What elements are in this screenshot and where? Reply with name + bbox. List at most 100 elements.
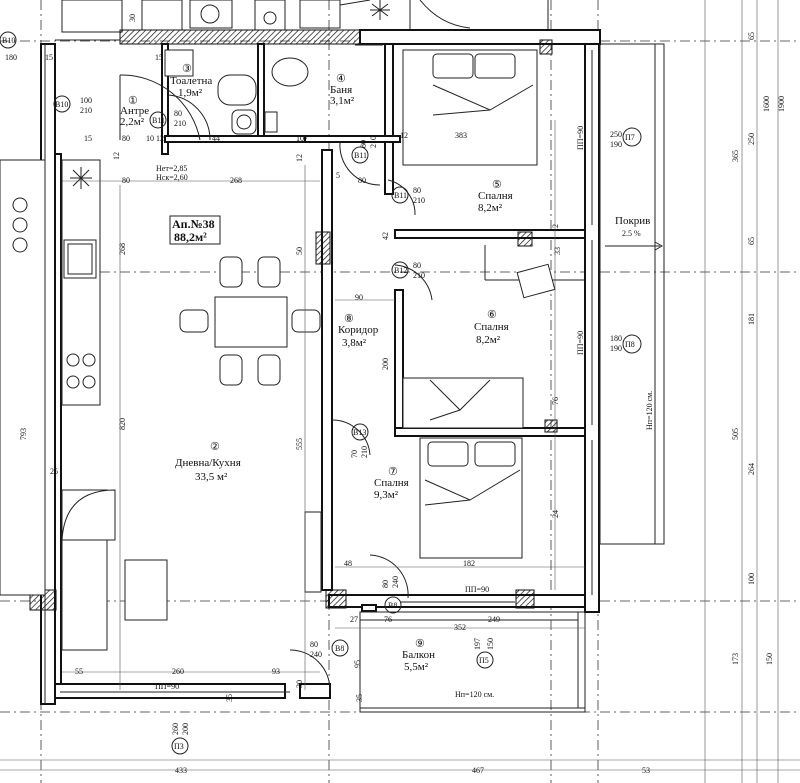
- dim-15: 15: [45, 53, 53, 62]
- dim-30b: 30: [295, 680, 304, 688]
- dim-150: 150: [765, 653, 774, 665]
- p7-h: 190: [610, 140, 622, 149]
- dim-250: 250: [747, 133, 756, 145]
- b10-w: 100: [80, 96, 92, 105]
- b11a-w: 80: [174, 109, 182, 118]
- room-1-name: Антре: [120, 105, 149, 117]
- dim-12e: 12: [551, 224, 560, 232]
- dim-5: 5: [336, 171, 340, 180]
- roof-slope: 2.5 %: [622, 229, 641, 238]
- dim-80b: 80: [122, 176, 130, 185]
- tag-b11-b: B11: [354, 151, 367, 160]
- room-5-name: Спалня: [478, 190, 513, 202]
- room-3-name: Тоалетна: [170, 75, 212, 87]
- dim-1900: 1900: [777, 96, 786, 112]
- dim-48: 48: [344, 559, 352, 568]
- tag-b10: B10: [55, 100, 68, 109]
- room-9-num: ⑨: [415, 638, 425, 650]
- dim-793: 793: [19, 428, 28, 440]
- tag-b13: B13: [353, 428, 366, 437]
- dim-249: 249: [488, 615, 500, 624]
- dim-95: 95: [353, 660, 362, 668]
- p3-w: 260: [171, 723, 180, 735]
- b8b-w: 80: [310, 640, 318, 649]
- dim-12d: 12: [295, 154, 304, 162]
- dim-107: 107: [296, 134, 308, 143]
- dim-467: 467: [472, 766, 484, 775]
- dim-200: 200: [381, 358, 390, 370]
- room-4-num: ④: [336, 73, 346, 85]
- tag-p3: П3: [174, 742, 184, 751]
- kitchen-furniture: [0, 159, 116, 651]
- b11b-w: 80: [359, 140, 368, 148]
- room-1-area: 2,2м²: [120, 116, 145, 128]
- b8b-h: 240: [310, 650, 322, 659]
- windows: [60, 50, 593, 693]
- labels: Ап.№38 88,2м² Нет=2,85 Нск=2,60 ① Антре …: [120, 63, 664, 699]
- dim-80c: 80: [358, 176, 366, 185]
- bathroom-fixtures: [70, 0, 390, 189]
- balcony-height: Нп=120 см.: [455, 690, 494, 699]
- tag-p7: П7: [625, 133, 635, 142]
- dim-505: 505: [731, 428, 740, 440]
- dim-44: 44: [212, 134, 220, 143]
- b11c-w: 80: [413, 186, 421, 195]
- floor-marks: ПП=90 ПП=90 ПП=90 ПП=90: [155, 126, 585, 691]
- door-sizes: 100 210 80 210 80 210 80 210 80 210 70 2…: [80, 96, 622, 735]
- room-1-num: ①: [128, 95, 138, 107]
- dim-365: 365: [731, 150, 740, 162]
- room-8-name: Коридор: [338, 324, 379, 336]
- tag-p8: П8: [625, 340, 635, 349]
- dim-55: 55: [75, 667, 83, 676]
- p8-w: 180: [610, 334, 622, 343]
- room-6-name: Спалня: [474, 321, 509, 333]
- dim-33: 33: [553, 247, 562, 255]
- level-net: Нет=2,85: [156, 164, 187, 173]
- b11b-h: 210: [369, 136, 378, 148]
- dim-24: 24: [551, 510, 560, 518]
- dim-182: 182: [463, 559, 475, 568]
- p5-w: 197: [473, 638, 482, 650]
- dim-93: 93: [272, 667, 280, 676]
- dim-433: 433: [175, 766, 187, 775]
- dim-76: 76: [551, 397, 560, 405]
- dim-50: 50: [295, 247, 304, 255]
- room-5-area: 8,2м²: [478, 202, 503, 214]
- dim-10: 10: [146, 134, 154, 143]
- b10-h: 210: [80, 106, 92, 115]
- pp-4: ПП=90: [576, 331, 585, 355]
- apartment-label: Ап.№38: [172, 217, 215, 231]
- room-6-num: ⑥: [487, 309, 497, 321]
- dim-181: 181: [747, 313, 756, 325]
- door-tags: B10 B10 B11 B11 B11 B12 B13 B8 B8 П7 П8 …: [0, 31, 642, 755]
- level-sk: Нск=2,60: [156, 173, 188, 182]
- p7-w: 250: [610, 130, 622, 139]
- dim-12c: 12: [400, 131, 408, 140]
- p8-h: 190: [610, 344, 622, 353]
- dim-352: 352: [454, 623, 466, 632]
- b13-w: 70: [350, 450, 359, 458]
- dim-65a: 65: [747, 32, 756, 40]
- dim-80: 80: [122, 134, 130, 143]
- dim-12: 12: [112, 152, 121, 160]
- dim-820: 820: [118, 418, 127, 430]
- roof-label: Покрив: [615, 215, 650, 227]
- room-9-name: Балкон: [402, 649, 435, 661]
- b11c-h: 210: [413, 196, 425, 205]
- room-2-area: 33,5 м²: [195, 471, 228, 483]
- door-swings: [119, 74, 433, 691]
- b11a-h: 210: [174, 119, 186, 128]
- room-8-num: ⑧: [344, 313, 354, 325]
- dim-90: 90: [355, 293, 363, 302]
- tag-b8-a: B8: [388, 601, 397, 610]
- dim-35b: 35: [355, 694, 364, 702]
- tag-b11-c: B11: [394, 191, 407, 200]
- dim-42: 42: [381, 232, 390, 240]
- dining-set: [124, 256, 322, 621]
- dimension-numbers: 433 467 53 1900 1600 365 505 173 65 250 …: [5, 14, 786, 775]
- dim-173: 173: [731, 653, 740, 665]
- dim-264: 264: [747, 463, 756, 475]
- dim-555: 555: [295, 438, 304, 450]
- room-5-num: ⑤: [492, 179, 502, 191]
